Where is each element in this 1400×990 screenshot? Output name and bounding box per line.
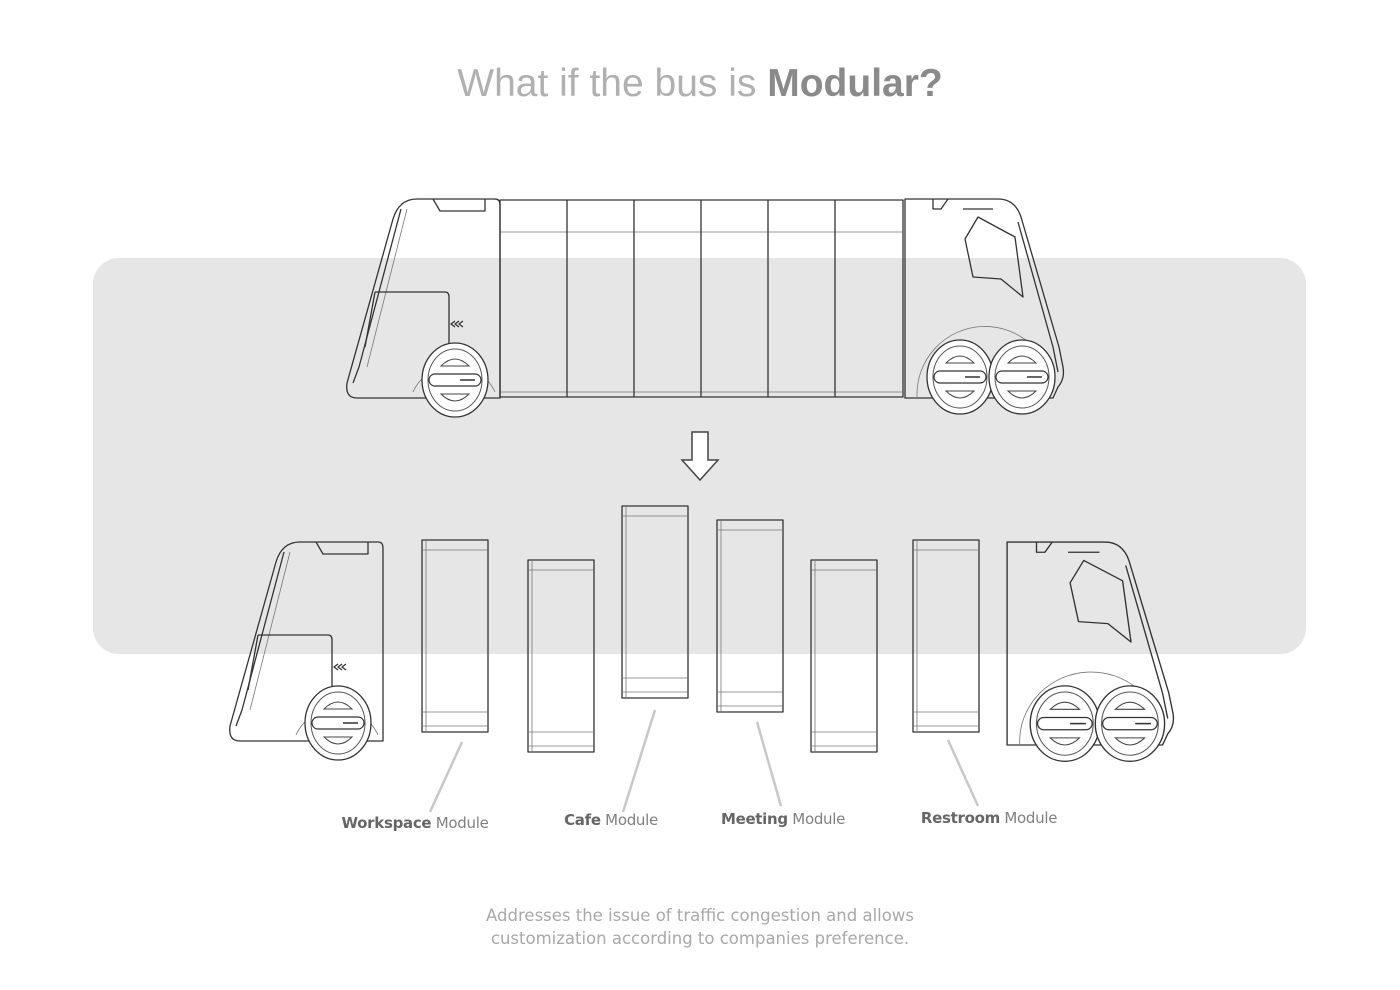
- detached-module-2: [527, 559, 595, 753]
- label-restroom-module: Restroom Module: [920, 809, 1058, 827]
- title-emphasis: Modular?: [767, 62, 943, 105]
- label-cafe-module: Cafe Module: [564, 811, 658, 829]
- page-title: What if the bus is Modular?: [0, 62, 1400, 106]
- label-workspace-module: Workspace Module: [341, 814, 488, 832]
- detached-module-1: [421, 539, 489, 733]
- leader-lines: [428, 709, 980, 813]
- down-arrow-icon: [680, 431, 720, 482]
- label-suffix: Module: [999, 809, 1058, 827]
- caption-line-2: customization according to companies pre…: [490, 929, 910, 948]
- assembled-modules: [499, 199, 904, 398]
- label-suffix: Module: [787, 810, 846, 828]
- leader-workspace: [428, 741, 464, 813]
- exploded-bus: [230, 505, 1174, 761]
- label-suffix: Module: [431, 814, 489, 832]
- detached-module-3: [621, 505, 689, 699]
- leader-meeting: [755, 721, 783, 807]
- label-bold: Restroom: [920, 809, 1000, 827]
- assembled-bus: [347, 199, 1064, 417]
- label-bold: Workspace: [341, 814, 432, 832]
- detached-module-4: [716, 519, 784, 713]
- title-prefix: What if the bus is: [457, 62, 768, 105]
- detached-module-6: [912, 539, 980, 733]
- leader-restroom: [946, 739, 980, 807]
- leader-cafe: [621, 709, 657, 813]
- label-meeting-module: Meeting Module: [721, 810, 845, 828]
- label-bold: Meeting: [720, 810, 788, 828]
- label-bold: Cafe: [564, 811, 601, 829]
- caption-line-1: Addresses the issue of traffic congestio…: [486, 906, 914, 925]
- label-suffix: Module: [600, 811, 658, 829]
- caption: Addresses the issue of traffic congestio…: [0, 904, 1400, 950]
- detached-module-5: [810, 559, 878, 753]
